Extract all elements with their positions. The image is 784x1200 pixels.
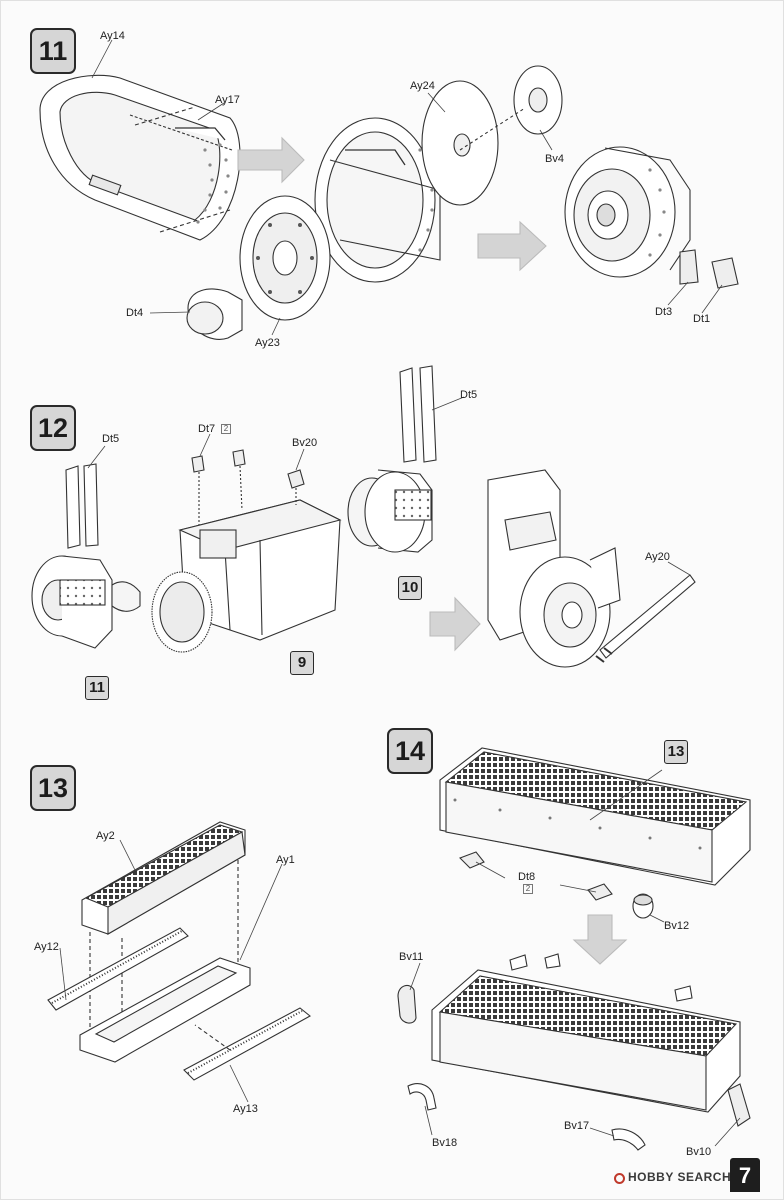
step-13-badge: 13 bbox=[30, 765, 76, 811]
step13-drawing bbox=[47, 821, 311, 1081]
subassembly-ref-10: 10 bbox=[398, 576, 422, 600]
label-ay14: Ay14 bbox=[100, 30, 125, 42]
label-dt4: Dt4 bbox=[126, 307, 144, 319]
label-ay13: Ay13 bbox=[233, 1103, 258, 1115]
label-ay17: Ay17 bbox=[215, 94, 240, 106]
label-bv11: Bv11 bbox=[399, 951, 424, 963]
subassembly-ref-9: 9 bbox=[290, 651, 314, 675]
label-dt3: Dt3 bbox=[655, 306, 673, 318]
leader-lines bbox=[59, 39, 741, 1147]
watermark-text: HOBBY SEARCH bbox=[628, 1170, 732, 1184]
subassembly-ref-13: 13 bbox=[664, 740, 688, 764]
label-bv10: Bv10 bbox=[686, 1146, 712, 1158]
label-dt7: Dt7 bbox=[198, 423, 216, 435]
label-dt5-right: Dt5 bbox=[460, 389, 478, 401]
subassembly-ref-11: 11 bbox=[85, 676, 109, 700]
label-dt1: Dt1 bbox=[693, 313, 711, 325]
label-ay20: Ay20 bbox=[645, 551, 670, 563]
label-ay23: Ay23 bbox=[255, 337, 280, 349]
label-bv4: Bv4 bbox=[545, 153, 564, 165]
label-ay12: Ay12 bbox=[34, 941, 59, 953]
page-number: 7 bbox=[730, 1158, 760, 1192]
step-11-badge: 11 bbox=[30, 28, 76, 74]
multiplier-dt8: 2 bbox=[523, 884, 533, 894]
label-bv12: Bv12 bbox=[664, 920, 690, 932]
label-ay24: Ay24 bbox=[410, 80, 435, 92]
step-14-badge: 14 bbox=[387, 728, 433, 774]
step-12-badge: 12 bbox=[30, 405, 76, 451]
multiplier-dt7: 2 bbox=[221, 424, 231, 434]
label-bv20: Bv20 bbox=[292, 437, 318, 449]
label-bv17: Bv17 bbox=[564, 1120, 590, 1132]
step12-drawing bbox=[31, 365, 696, 668]
label-dt8: Dt8 bbox=[518, 871, 536, 883]
label-ay2: Ay2 bbox=[96, 830, 115, 842]
watermark-logo-icon bbox=[614, 1173, 625, 1184]
step11-drawing bbox=[39, 65, 739, 340]
label-bv18: Bv18 bbox=[432, 1137, 458, 1149]
watermark: HOBBY SEARCH bbox=[614, 1170, 731, 1184]
label-dt5-left: Dt5 bbox=[102, 433, 120, 445]
step14-drawing bbox=[397, 747, 751, 1151]
label-ay1: Ay1 bbox=[276, 854, 295, 866]
